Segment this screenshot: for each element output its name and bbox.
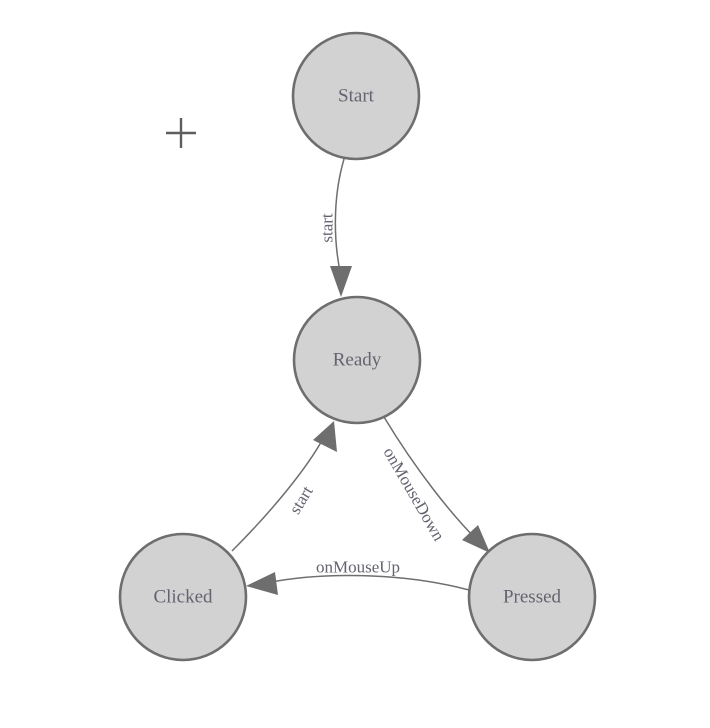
node-pressed-label: Pressed [503,587,562,608]
node-ready-label: Ready [333,350,382,371]
node-start-label: Start [338,86,375,107]
edge-start-to-ready[interactable]: start [318,158,353,297]
node-clicked-label: Clicked [153,587,213,608]
node-clicked-circle[interactable] [118,532,248,662]
arrowhead-pressed-topleft [462,525,490,553]
edge-label-start-to-ready: start [318,213,337,243]
arrowhead-clicked-right [246,572,278,595]
node-ready[interactable]: Ready [292,295,422,425]
edge-clicked-to-ready[interactable]: start [231,421,337,552]
node-clicked[interactable]: Clicked [118,532,248,662]
arrowhead-ready-top [330,266,352,297]
node-pressed-circle[interactable] [467,532,597,662]
arrowhead-ready-bottomleft [313,421,337,452]
plus-marker-icon [166,118,196,148]
edge-label-pressed-to-clicked: onMouseUp [316,558,400,577]
node-pressed[interactable]: Pressed [467,532,597,662]
node-start[interactable]: Start [291,31,421,161]
edge-pressed-to-clicked[interactable]: onMouseUp [246,558,470,596]
edge-ready-to-pressed[interactable]: onMouseDown [380,416,490,553]
node-start-circle[interactable] [291,31,421,161]
node-ready-circle[interactable] [292,295,422,425]
edge-label-ready-to-pressed: onMouseDown [380,444,449,545]
